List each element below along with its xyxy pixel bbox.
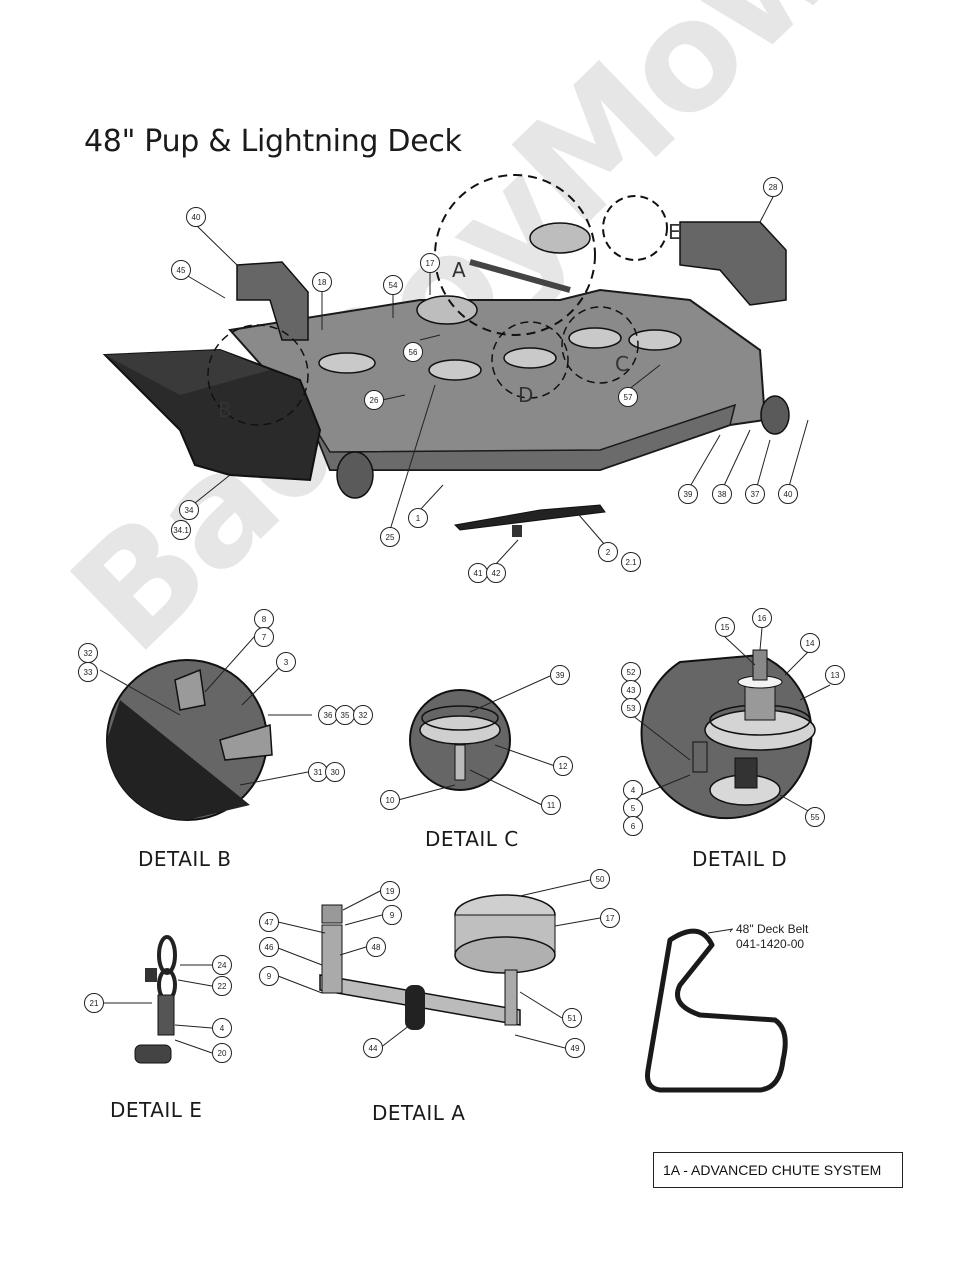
callout-22: 22 xyxy=(212,976,232,996)
callout-12: 12 xyxy=(553,756,573,776)
detail-e-label: DETAIL E xyxy=(110,1098,203,1122)
callout-18: 18 xyxy=(312,272,332,292)
callout-41: 41 xyxy=(468,563,488,583)
callout-6: 6 xyxy=(623,816,643,836)
callout-39: 39 xyxy=(678,484,698,504)
callout-42: 42 xyxy=(486,563,506,583)
callout-32b: 32 xyxy=(353,705,373,725)
callout-7: 7 xyxy=(254,627,274,647)
callout-28: 28 xyxy=(763,177,783,197)
callout-45: 45 xyxy=(171,260,191,280)
belt-part-number: 041-1420-00 xyxy=(736,937,805,951)
detail-a-label: DETAIL A xyxy=(372,1101,466,1125)
callout-55: 55 xyxy=(805,807,825,827)
detail-b-illustration xyxy=(99,627,312,821)
callout-17: 17 xyxy=(420,253,440,273)
callout-29: 40 xyxy=(186,207,206,227)
callout-33: 33 xyxy=(78,662,98,682)
callout-39c: 39 xyxy=(550,665,570,685)
belt-label: 48" Deck Belt 041-1420-00 xyxy=(736,922,808,952)
detail-marker-b: B xyxy=(218,398,232,422)
callout-17a: 17 xyxy=(600,908,620,928)
callout-44: 44 xyxy=(363,1038,383,1058)
callout-13: 13 xyxy=(825,665,845,685)
detail-e-illustration xyxy=(103,935,213,1064)
callout-56: 56 xyxy=(403,342,423,362)
callout-52: 52 xyxy=(621,662,641,682)
detail-d-illustration xyxy=(631,627,831,820)
callout-15: 15 xyxy=(715,617,735,637)
callout-40: 40 xyxy=(778,484,798,504)
callout-10: 10 xyxy=(380,790,400,810)
callout-21: 21 xyxy=(84,993,104,1013)
callout-43: 43 xyxy=(621,680,641,700)
detail-marker-a: A xyxy=(452,258,466,282)
callout-24: 24 xyxy=(212,955,232,975)
callout-2: 2 xyxy=(598,542,618,562)
callout-25: 25 xyxy=(380,527,400,547)
callout-19: 19 xyxy=(380,881,400,901)
callout-16: 16 xyxy=(752,608,772,628)
callout-49: 49 xyxy=(565,1038,585,1058)
callout-2-1: 2.1 xyxy=(621,552,641,572)
detail-marker-e: E xyxy=(668,220,681,244)
detail-marker-d: D xyxy=(518,383,534,407)
detail-b-label: DETAIL B xyxy=(138,847,232,871)
callout-47: 47 xyxy=(259,912,279,932)
callout-4e: 4 xyxy=(212,1018,232,1038)
callout-4d: 4 xyxy=(623,780,643,800)
callout-54: 54 xyxy=(383,275,403,295)
callout-38: 38 xyxy=(712,484,732,504)
callout-35: 35 xyxy=(335,705,355,725)
callout-3: 3 xyxy=(276,652,296,672)
page-title: 48" Pup & Lightning Deck xyxy=(84,124,462,159)
callout-30: 30 xyxy=(325,762,345,782)
detail-a-illustration xyxy=(277,879,601,1049)
section-reference-box: 1A - ADVANCED CHUTE SYSTEM xyxy=(653,1152,903,1188)
mower-deck-illustration xyxy=(102,174,790,537)
detail-c-label: DETAIL C xyxy=(425,827,519,851)
callout-53: 53 xyxy=(621,698,641,718)
callout-37: 37 xyxy=(745,484,765,504)
deck-belt-illustration xyxy=(645,928,788,1093)
callout-5: 5 xyxy=(623,798,643,818)
callout-57: 57 xyxy=(618,387,638,407)
callout-34: 34 xyxy=(179,500,199,520)
callout-9b: 9 xyxy=(259,966,279,986)
callout-9a: 9 xyxy=(382,905,402,925)
detail-marker-c: C xyxy=(615,352,629,376)
callout-14: 14 xyxy=(800,633,820,653)
callout-48: 48 xyxy=(366,937,386,957)
belt-name: 48" Deck Belt xyxy=(736,922,809,936)
callout-46: 46 xyxy=(259,937,279,957)
detail-d-label: DETAIL D xyxy=(692,847,788,871)
callout-51: 51 xyxy=(562,1008,582,1028)
leader-lines-main xyxy=(180,196,809,566)
callout-50: 50 xyxy=(590,869,610,889)
callout-8: 8 xyxy=(254,609,274,629)
callout-20: 20 xyxy=(212,1043,232,1063)
callout-26: 26 xyxy=(364,390,384,410)
callout-34-1: 34.1 xyxy=(171,520,191,540)
callout-1: 1 xyxy=(408,508,428,528)
callout-32: 32 xyxy=(78,643,98,663)
detail-c-illustration xyxy=(397,675,556,806)
callout-11: 11 xyxy=(541,795,561,815)
